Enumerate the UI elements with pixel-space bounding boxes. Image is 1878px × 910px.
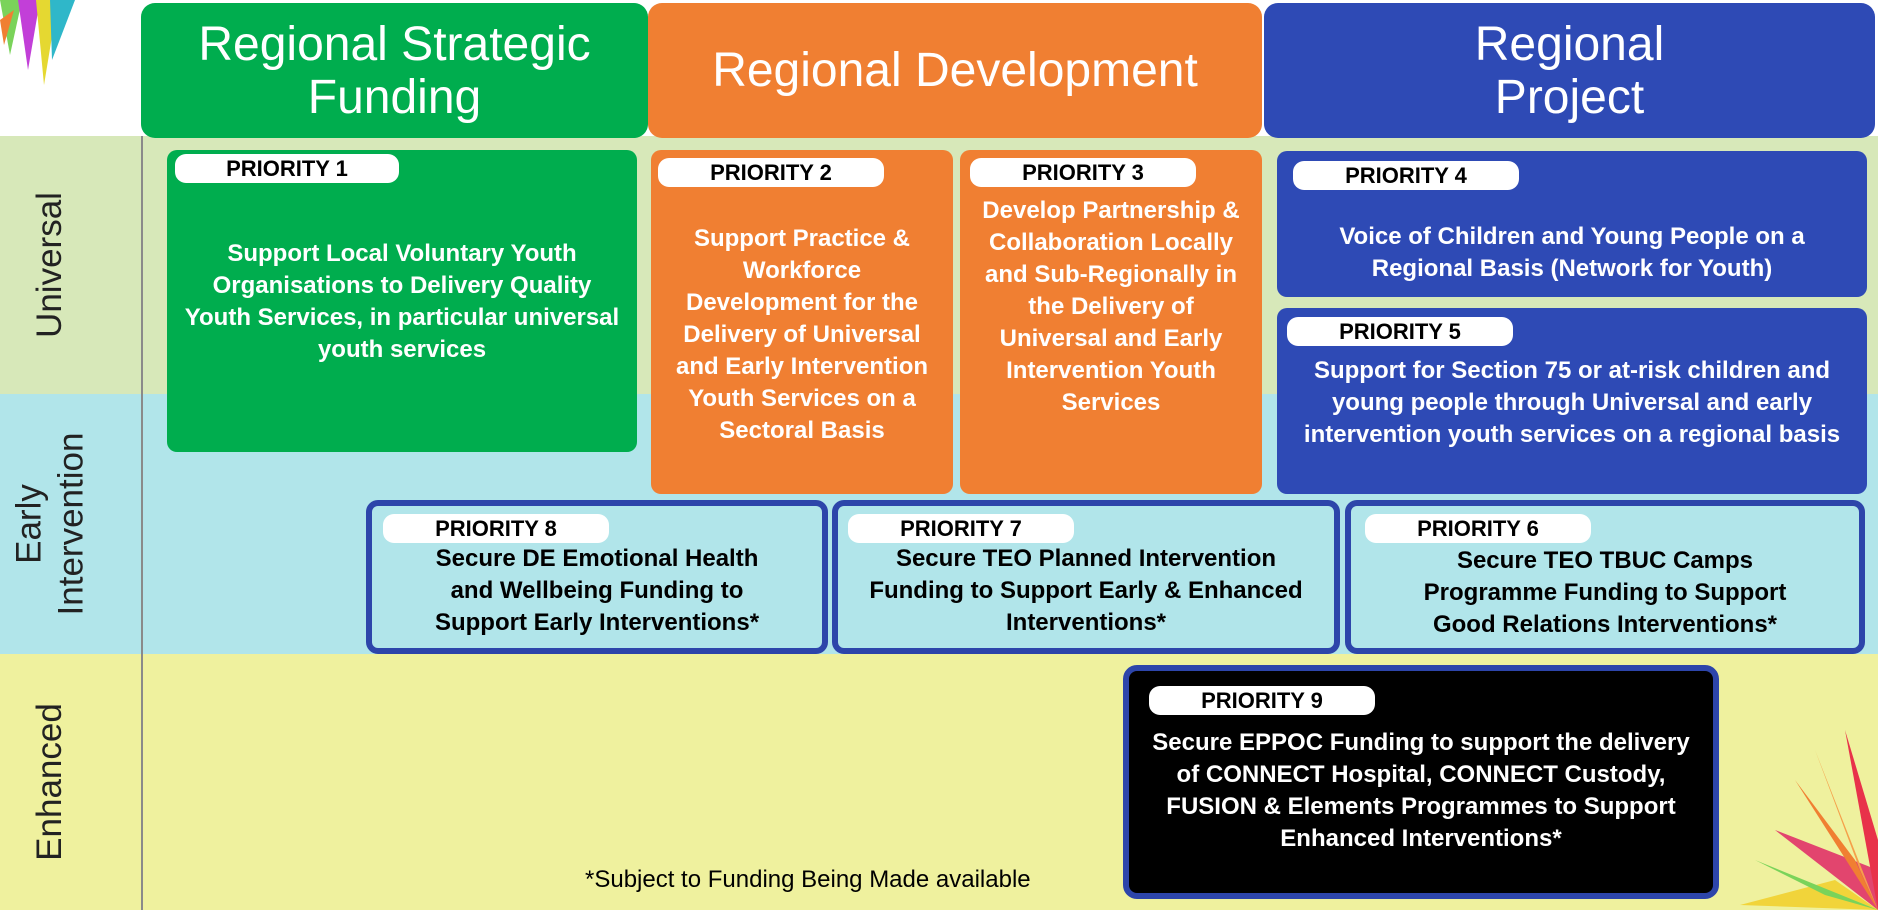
priority-3-text: Develop Partnership & Collaboration Loca… — [982, 197, 1240, 416]
priority-6-card: PRIORITY 6 Secure TEO TBUC Camps Program… — [1345, 500, 1865, 654]
row-label-universal: Universal — [30, 192, 70, 338]
priority-1-card: PRIORITY 1 Support Local Voluntary Youth… — [167, 150, 637, 452]
row-label-enhanced: Enhanced — [30, 703, 70, 861]
row-label-divider — [141, 136, 143, 910]
header-regional-strategic-funding: Regional Strategic Funding — [141, 3, 648, 138]
priority-1-text: Support Local Voluntary Youth Organisati… — [184, 240, 620, 363]
priority-1-label: PRIORITY 1 — [175, 154, 399, 183]
footnote: *Subject to Funding Being Made available — [585, 866, 1031, 893]
starburst-top-left — [0, 0, 75, 85]
priority-8-card: PRIORITY 8 Secure DE Emotional Health an… — [366, 500, 828, 654]
priority-2-card: PRIORITY 2 Support Practice & Workforce … — [651, 150, 953, 494]
priority-9-card: PRIORITY 9 Secure EPPOC Funding to suppo… — [1123, 665, 1719, 899]
priority-8-text: Secure DE Emotional Health and Wellbeing… — [434, 545, 760, 636]
priority-6-label: PRIORITY 6 — [1365, 514, 1591, 543]
header-regional-development: Regional Development — [648, 3, 1262, 138]
priority-8-label: PRIORITY 8 — [383, 514, 609, 543]
priority-5-card: PRIORITY 5 Support for Section 75 or at-… — [1277, 308, 1867, 494]
header-project-label: Regional Project — [1474, 17, 1665, 124]
priority-7-text: Secure TEO Planned Intervention Funding … — [869, 545, 1303, 636]
priority-4-text: Voice of Children and Young People on a … — [1339, 223, 1805, 282]
priority-4-card: PRIORITY 4 Voice of Children and Young P… — [1277, 151, 1867, 297]
priority-7-label: PRIORITY 7 — [848, 514, 1074, 543]
starburst-bottom-right — [1740, 730, 1878, 910]
priority-7-card: PRIORITY 7 Secure TEO Planned Interventi… — [832, 500, 1340, 654]
priority-2-label: PRIORITY 2 — [658, 158, 884, 187]
priority-5-text: Support for Section 75 or at-risk childr… — [1303, 357, 1841, 448]
row-label-early-intervention: Early Intervention — [9, 432, 90, 616]
priority-5-label: PRIORITY 5 — [1287, 317, 1513, 346]
priority-4-label: PRIORITY 4 — [1293, 161, 1519, 190]
priority-3-card: PRIORITY 3 Develop Partnership & Collabo… — [960, 150, 1262, 494]
priority-9-text: Secure EPPOC Funding to support the deli… — [1152, 729, 1690, 852]
header-strategic-label: Regional Strategic Funding — [198, 17, 591, 124]
priority-3-label: PRIORITY 3 — [970, 158, 1196, 187]
header-development-label: Regional Development — [712, 44, 1198, 97]
priority-9-label: PRIORITY 9 — [1149, 686, 1375, 715]
priority-2-text: Support Practice & Workforce Development… — [675, 225, 929, 444]
header-regional-project: Regional Project — [1264, 3, 1875, 138]
priority-6-text: Secure TEO TBUC Camps Programme Funding … — [1423, 547, 1787, 638]
